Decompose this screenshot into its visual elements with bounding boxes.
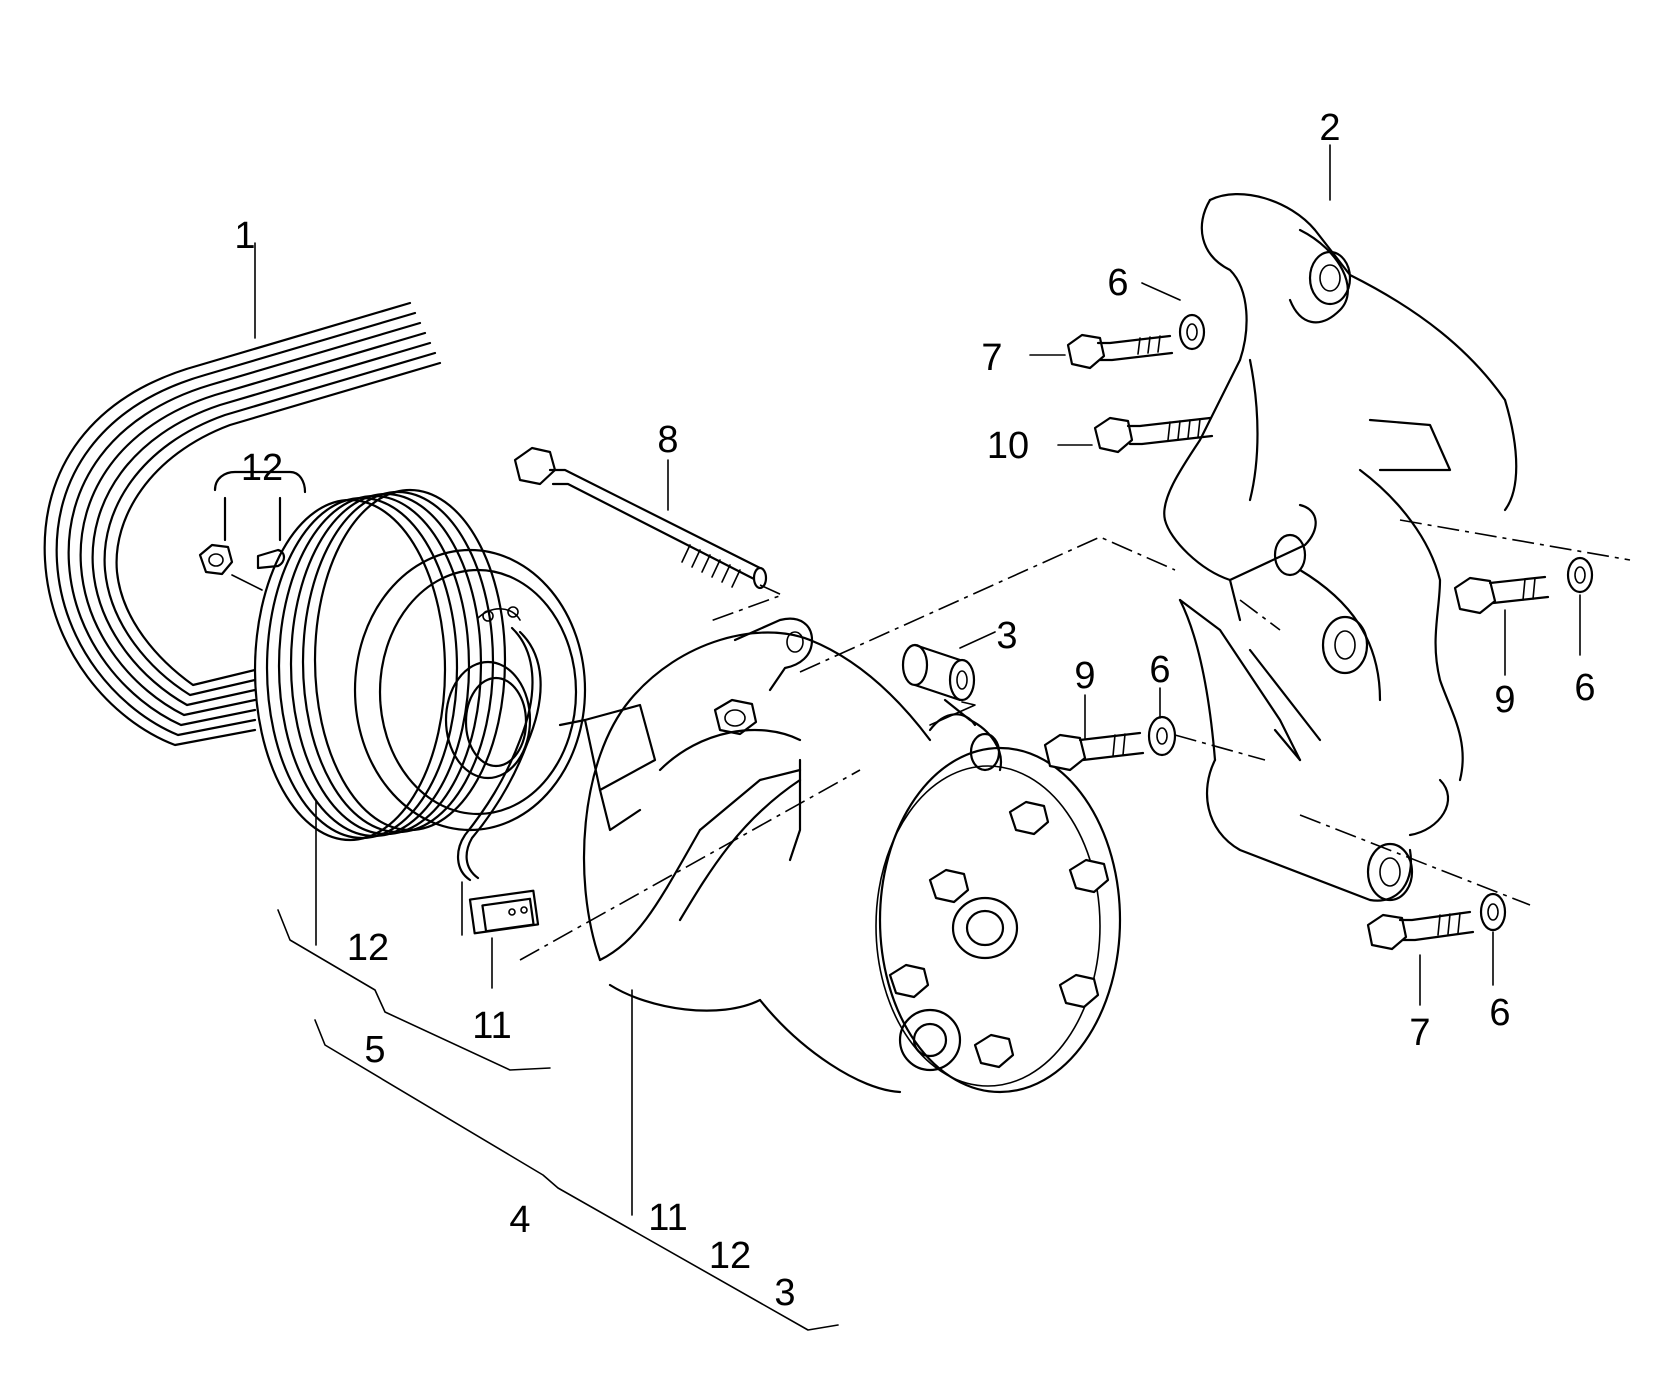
spacer-sleeve [901,643,976,726]
callout-11-lower: 11 [648,1197,687,1239]
callout-6-top: 6 [1107,262,1128,304]
callout-9-right: 9 [1494,679,1515,721]
callout-7-bottom: 7 [1409,1012,1430,1054]
leader-lines [254,144,1581,1331]
callout-5: 5 [364,1029,385,1071]
washer-6-lower [1479,892,1507,932]
callout-11-upper: 11 [472,1005,511,1047]
long-bolt [513,446,785,623]
callout-4: 4 [509,1199,530,1241]
callout-6-right: 6 [1574,667,1595,709]
washer-6-right [1566,556,1594,594]
drive-belt [43,301,442,747]
nut-and-key [198,470,307,591]
callout-6-mid: 6 [1149,649,1170,691]
callout-12-mid: 12 [347,927,389,969]
callout-3-lower: 3 [774,1272,795,1314]
bolt-7-upper [1066,333,1174,370]
callout-2: 2 [1319,107,1340,149]
compressor [519,536,1176,1094]
callout-3-upper: 3 [996,615,1017,657]
callout-12-lower: 12 [709,1235,751,1277]
callout-1: 1 [234,215,255,257]
washer-6-upper [1178,313,1206,351]
callout-9-left: 9 [1074,655,1095,697]
wiring-connector [457,626,542,936]
mounting-bracket [1163,193,1631,906]
clutch-pulley [253,488,587,842]
bolt-9-right [1453,575,1550,615]
bolt-7-lower [1366,910,1475,951]
bolt-10 [1093,416,1214,454]
bolt-9-left [1043,731,1145,772]
washer-6-left [1147,715,1266,761]
callout-12-top: 12 [241,447,283,489]
callout-10: 10 [987,425,1029,467]
callout-8: 8 [657,419,678,461]
callout-6-bottom: 6 [1489,992,1510,1034]
callout-labels: 1 2 3 3 4 5 6 6 6 6 7 7 8 9 9 10 11 11 1… [234,107,1595,1314]
callout-7-top: 7 [981,337,1002,379]
